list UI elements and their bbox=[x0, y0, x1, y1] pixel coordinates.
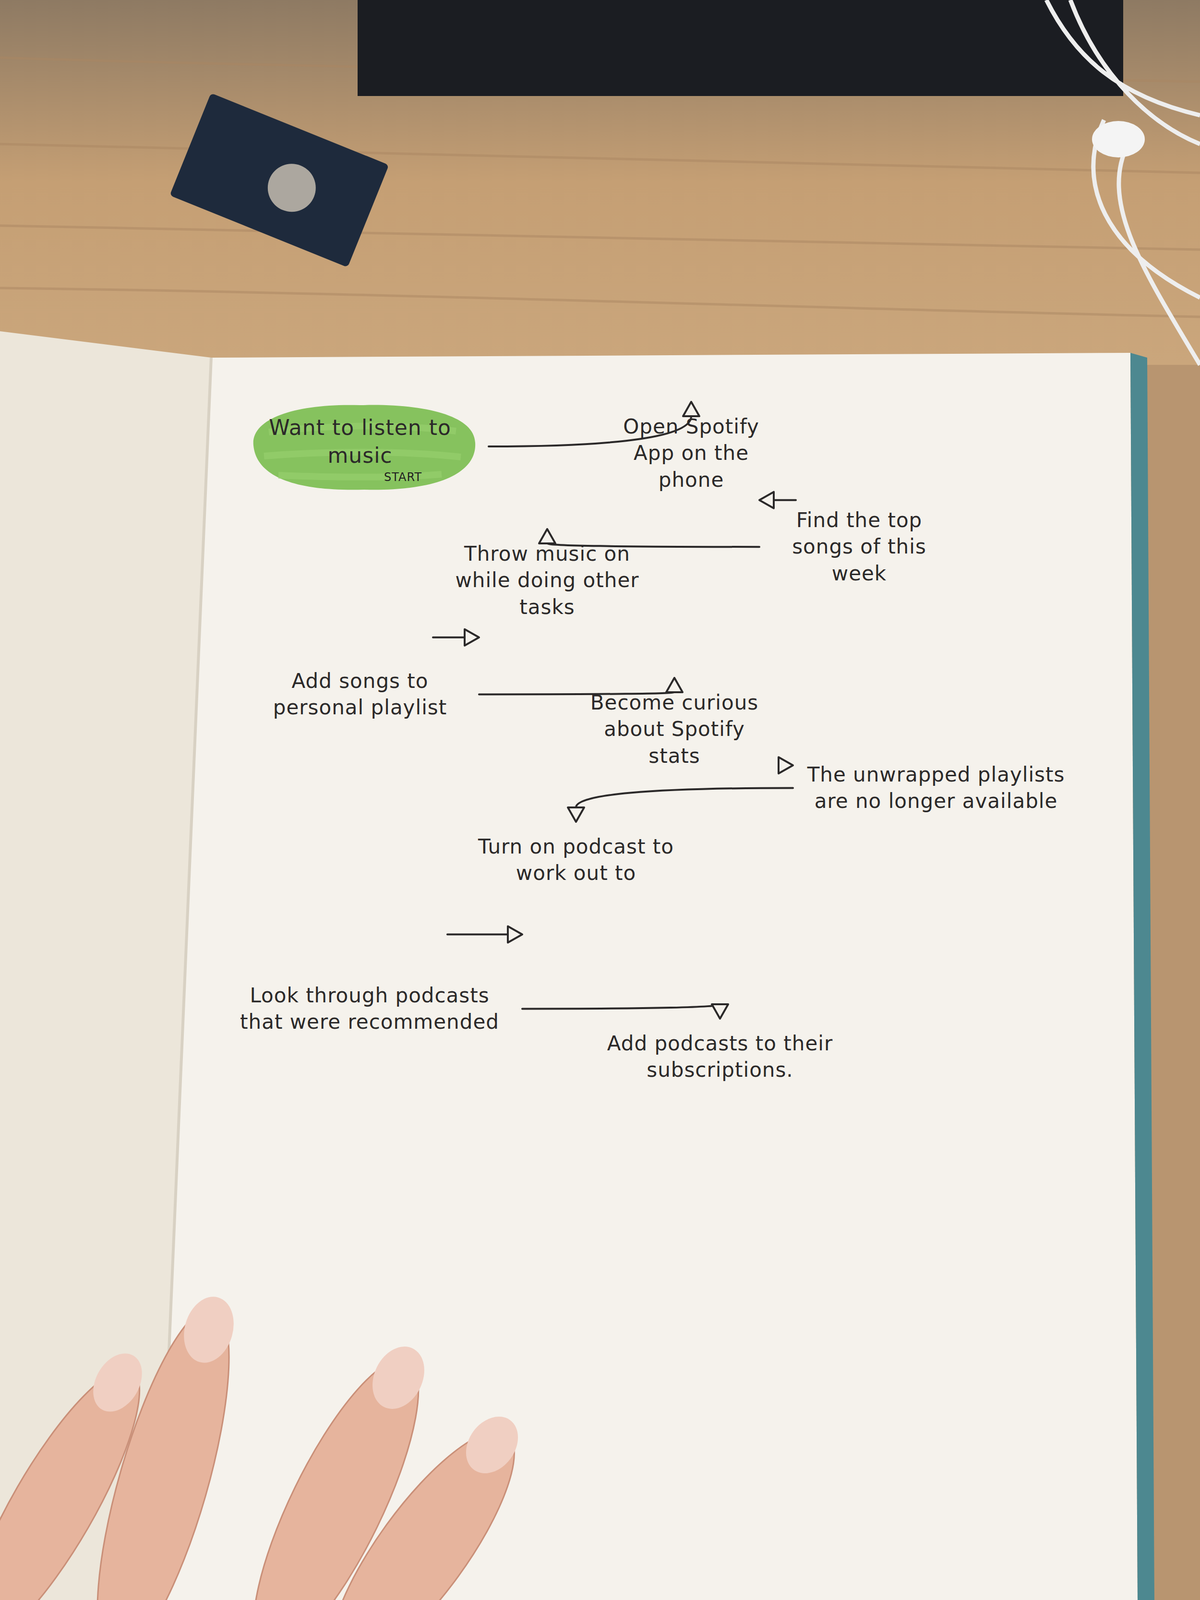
earphone-cable bbox=[1046, 0, 1200, 365]
arrow-head bbox=[711, 1004, 729, 1019]
flow-arrow bbox=[778, 756, 793, 774]
arrow-head bbox=[683, 401, 700, 417]
step-text: Find the top songs of this week bbox=[772, 506, 946, 587]
finger bbox=[223, 1340, 449, 1600]
step-text: Look through podcasts that were recommen… bbox=[230, 982, 509, 1036]
connector-line bbox=[522, 1004, 720, 1009]
step-note: Add podcasts to their subscriptions. bbox=[595, 1027, 845, 1087]
step-text: Add songs to personal playlist bbox=[254, 667, 466, 721]
arrow-head bbox=[539, 528, 556, 544]
flow-arrow bbox=[432, 629, 480, 646]
flow-arrow bbox=[567, 787, 793, 822]
step-text: Become curious about Spotify stats bbox=[576, 689, 773, 769]
card bbox=[169, 93, 389, 268]
desk bbox=[0, 0, 1200, 365]
monitor-base bbox=[357, 0, 1124, 96]
start-blob: Want to listen to musicSTART bbox=[240, 398, 480, 495]
page-gutter bbox=[158, 357, 212, 1600]
step-text: Throw music on while doing other tasks bbox=[446, 540, 648, 621]
fingernail bbox=[83, 1344, 153, 1421]
arrow-head bbox=[567, 807, 585, 822]
step-note: Turn on podcast to work out to bbox=[456, 830, 696, 890]
connector-line bbox=[773, 499, 796, 502]
step-text: Open Spotify App on the phone bbox=[600, 413, 783, 493]
arrow-head bbox=[666, 677, 683, 693]
flow-arrow bbox=[759, 492, 796, 509]
step-note: Open Spotify App on the phone bbox=[595, 410, 788, 496]
right-page bbox=[158, 352, 1138, 1600]
step-note: Look through podcasts that were recommen… bbox=[225, 979, 514, 1039]
marker-fill bbox=[253, 405, 476, 491]
arrow-head bbox=[507, 925, 523, 943]
step-note: The unwrapped playlists are no longer av… bbox=[801, 758, 1071, 818]
arrow-head bbox=[464, 629, 480, 646]
wood-grain bbox=[0, 57, 1200, 317]
start-label: START bbox=[384, 470, 422, 484]
notebook-cover-edge bbox=[1130, 352, 1155, 1600]
step-text: Want to listen to music bbox=[264, 413, 456, 470]
finger bbox=[301, 1407, 543, 1600]
step-note: Throw music on while doing other tasks bbox=[441, 537, 653, 624]
connector-line bbox=[576, 787, 793, 808]
step-text: The unwrapped playlists are no longer av… bbox=[806, 761, 1066, 815]
arrow-head bbox=[778, 756, 793, 774]
fingernail bbox=[455, 1406, 529, 1484]
finger bbox=[0, 1349, 168, 1600]
arrow-head bbox=[759, 492, 774, 509]
flow-arrow bbox=[522, 1004, 729, 1019]
earbud bbox=[1092, 120, 1145, 158]
step-text: Add podcasts to their subscriptions. bbox=[600, 1030, 840, 1084]
finger bbox=[70, 1295, 256, 1600]
step-note: Become curious about Spotify stats bbox=[571, 686, 778, 772]
connector-line bbox=[432, 636, 465, 639]
fingernail bbox=[362, 1337, 434, 1418]
fingernail bbox=[176, 1290, 242, 1369]
step-note: Find the top songs of this week bbox=[768, 504, 951, 590]
step-text: Turn on podcast to work out to bbox=[460, 833, 692, 887]
connector-line bbox=[447, 933, 508, 936]
flow-arrow bbox=[447, 925, 523, 943]
step-note: Add songs to personal playlist bbox=[249, 664, 471, 724]
